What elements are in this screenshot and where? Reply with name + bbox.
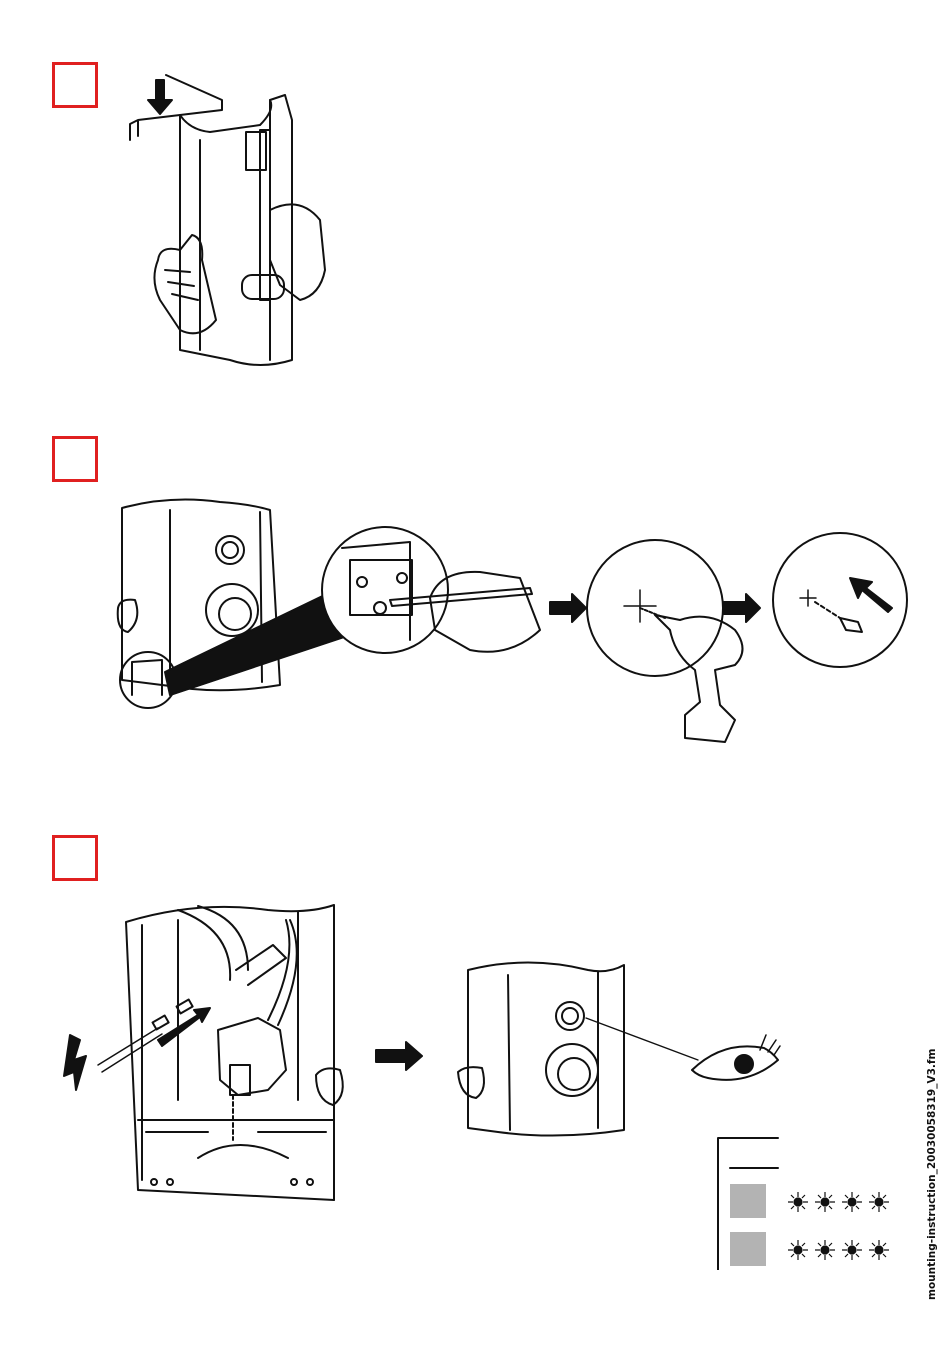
electricity-icon [64, 1035, 86, 1090]
shower-panel [180, 95, 292, 365]
side-label-container: mounting-instruction_20030058319_V3.fm [926, 1060, 946, 1300]
zoom-plug [773, 533, 907, 667]
side-knob [118, 600, 138, 632]
display-button [216, 536, 244, 564]
zoom-marking [322, 527, 448, 653]
arrow-right-icon [550, 594, 586, 622]
arrow-right-icon-3 [376, 1042, 422, 1070]
valve-body [218, 1018, 286, 1095]
step-1-box [52, 62, 98, 108]
display [556, 1002, 584, 1030]
wall-bracket [130, 75, 222, 140]
blink-row-2 [788, 1240, 889, 1260]
arrow-diagonal-icon [850, 578, 892, 612]
grey-cell-1 [730, 1184, 766, 1218]
side-knob-3 [316, 1068, 343, 1105]
blink-row-1 [788, 1192, 889, 1212]
arrow-right-icon-2 [724, 594, 760, 622]
step-2-illustration [110, 490, 915, 750]
grey-cell-2 [730, 1232, 766, 1266]
panel-housing-open [126, 905, 334, 1200]
step-1-illustration [120, 60, 380, 370]
cable [98, 1028, 162, 1072]
down-arrow-icon [148, 80, 172, 114]
file-label: mounting-instruction_20030058319_V3.fm [926, 1049, 938, 1300]
step-2-box [52, 436, 98, 482]
wall-plug-icon [840, 618, 862, 632]
hoses [178, 906, 297, 1025]
hand-right [270, 204, 325, 300]
step-3-box [52, 835, 98, 881]
shower-panel-closed [468, 963, 624, 1136]
arrow-insert-icon [158, 1008, 210, 1046]
step-3-illustration [58, 900, 898, 1270]
drill-icon [655, 615, 743, 742]
side-knob-closed [458, 1067, 484, 1098]
zoom-drilling [587, 540, 723, 676]
